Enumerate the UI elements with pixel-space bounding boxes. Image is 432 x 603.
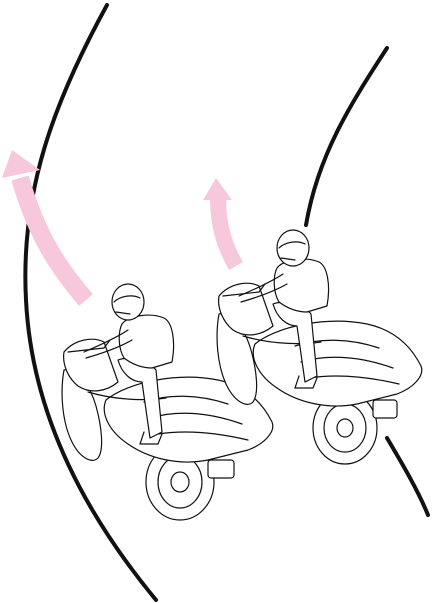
road-center-line-upper: [304, 46, 389, 227]
road-outer-left-edge: [23, 3, 158, 602]
scooter-rider-left-icon: [61, 283, 274, 521]
direction-arrow-left-icon: [2, 150, 93, 306]
road-center-line-lower: [385, 436, 430, 517]
scooter-rider-right-icon: [216, 229, 423, 465]
direction-arrow-right-icon: [203, 178, 243, 270]
